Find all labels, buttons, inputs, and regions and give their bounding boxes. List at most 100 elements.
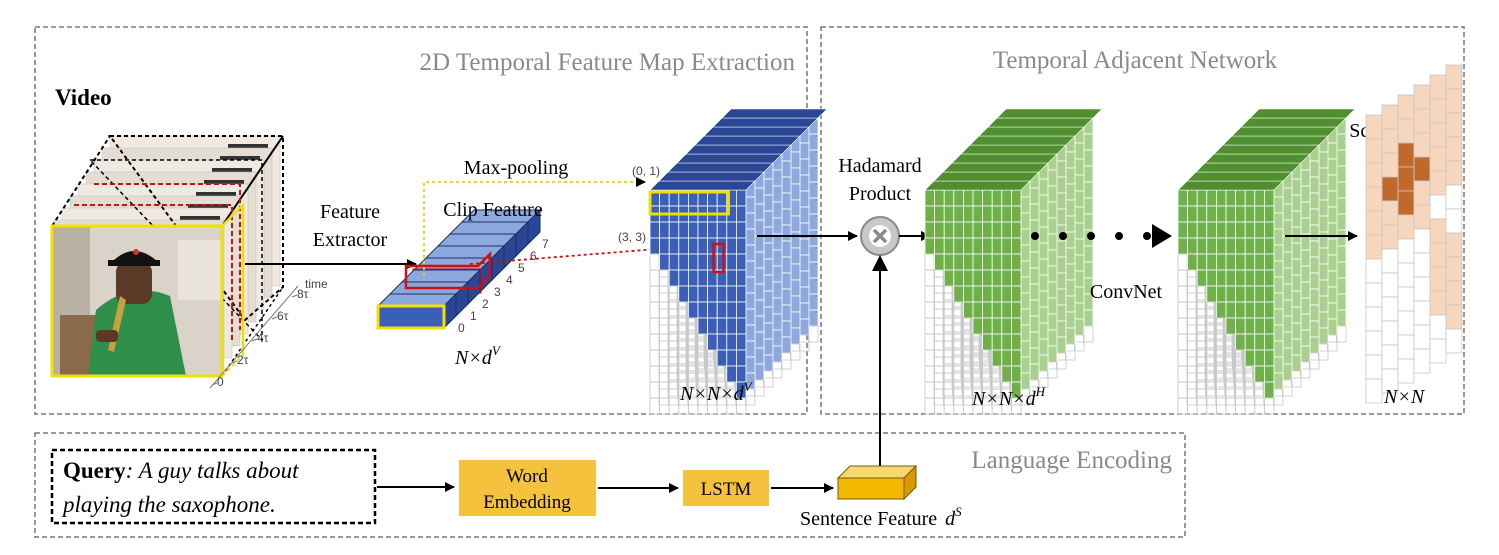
score-cell <box>1413 204 1431 230</box>
map-cell <box>736 221 747 239</box>
map-cell <box>754 251 765 269</box>
score-cell <box>1381 104 1399 130</box>
map-cell <box>924 397 936 415</box>
map-cell <box>1300 361 1311 379</box>
map-cell <box>963 221 974 239</box>
map-cell <box>781 160 792 178</box>
score-cell <box>1445 280 1463 306</box>
map-cell <box>1318 183 1329 201</box>
map-cell <box>1273 388 1284 406</box>
score-cell <box>1381 152 1399 178</box>
map-cell <box>659 397 670 415</box>
clip-block <box>376 304 446 330</box>
section-title-extraction: 2D Temporal Feature Map Extraction <box>420 49 796 76</box>
score-map <box>1365 64 1463 404</box>
time-tick-mark <box>291 294 298 298</box>
map-cell <box>1186 308 1198 326</box>
score-cell <box>1445 328 1463 354</box>
map-cell <box>1273 324 1284 342</box>
score-cell <box>1429 146 1447 172</box>
map-cell <box>1029 251 1040 269</box>
map-cell <box>933 372 945 390</box>
map-cell <box>1047 249 1058 267</box>
map-cell <box>943 205 955 223</box>
map-cell <box>1309 208 1320 226</box>
map-cell <box>982 189 993 207</box>
map-cell <box>1196 205 1208 223</box>
map-cell <box>1056 256 1067 274</box>
map-highlight-red <box>712 242 725 274</box>
map-cell <box>924 301 936 319</box>
map-cell <box>716 333 728 351</box>
map-cell <box>1083 325 1094 343</box>
map-cell <box>658 340 670 358</box>
map-cell <box>982 301 993 319</box>
map-top-slab <box>1249 108 1356 119</box>
map-cell <box>1273 196 1284 214</box>
map-cell <box>1177 381 1189 399</box>
map-cell <box>658 324 670 342</box>
map-cell <box>1235 221 1246 239</box>
map-top-slab <box>924 180 1031 191</box>
map-cell <box>1309 256 1320 274</box>
map-cell <box>799 318 810 336</box>
map-cell <box>1206 189 1217 207</box>
score-cell <box>1429 98 1447 124</box>
map-cell <box>1273 292 1284 310</box>
map-cell <box>982 269 993 287</box>
map-cell <box>1011 189 1022 207</box>
map-cell <box>1235 253 1246 271</box>
map-cell <box>781 336 792 354</box>
map-cell <box>991 237 1003 255</box>
map-cell <box>763 322 774 340</box>
map-cell <box>745 340 756 358</box>
map-cell <box>707 317 718 335</box>
map-cell <box>1235 205 1246 223</box>
map-cell <box>1244 269 1256 287</box>
map-cell <box>772 265 783 283</box>
map-cell <box>953 253 964 271</box>
map-cell <box>1309 224 1320 242</box>
map-cell <box>1254 397 1265 415</box>
map-cell <box>1187 189 1198 207</box>
map-cell <box>1074 222 1085 240</box>
map-cell <box>934 237 945 255</box>
map-cell <box>1206 221 1217 239</box>
map-cell <box>745 244 756 262</box>
score-cell <box>1365 282 1383 308</box>
map-cell <box>754 363 765 381</box>
score-cell <box>1413 84 1431 110</box>
score-cell <box>1413 276 1431 302</box>
map-cell <box>1038 178 1049 196</box>
map-cell <box>649 381 661 399</box>
map-cell <box>1254 221 1265 239</box>
map-cell <box>1264 269 1275 287</box>
map-cell <box>1216 301 1227 319</box>
map-cell <box>1056 272 1067 290</box>
map-cell <box>1291 354 1302 372</box>
map-top-slab <box>1195 162 1302 173</box>
map-cell <box>790 247 801 265</box>
map-cell <box>1327 270 1338 288</box>
map-cell <box>1074 302 1085 320</box>
map-cell <box>790 311 801 329</box>
map-cell <box>745 228 756 246</box>
map-cell <box>707 333 718 351</box>
map-cell <box>688 301 699 319</box>
clip-tick-label: 7 <box>542 237 549 251</box>
score-cell <box>1397 94 1415 120</box>
map-cell <box>1065 247 1076 265</box>
map-cell <box>1291 194 1302 212</box>
map-cell <box>934 205 945 223</box>
map-cell <box>1318 247 1329 265</box>
map-cell <box>781 240 792 258</box>
map-cell <box>790 295 801 313</box>
score-cell <box>1413 252 1431 278</box>
map-cell <box>1065 231 1076 249</box>
map-cell <box>1216 205 1227 223</box>
score-cell <box>1365 306 1383 332</box>
map-cell <box>924 365 936 383</box>
map-cell <box>1318 311 1329 329</box>
map-cell <box>1309 192 1320 210</box>
